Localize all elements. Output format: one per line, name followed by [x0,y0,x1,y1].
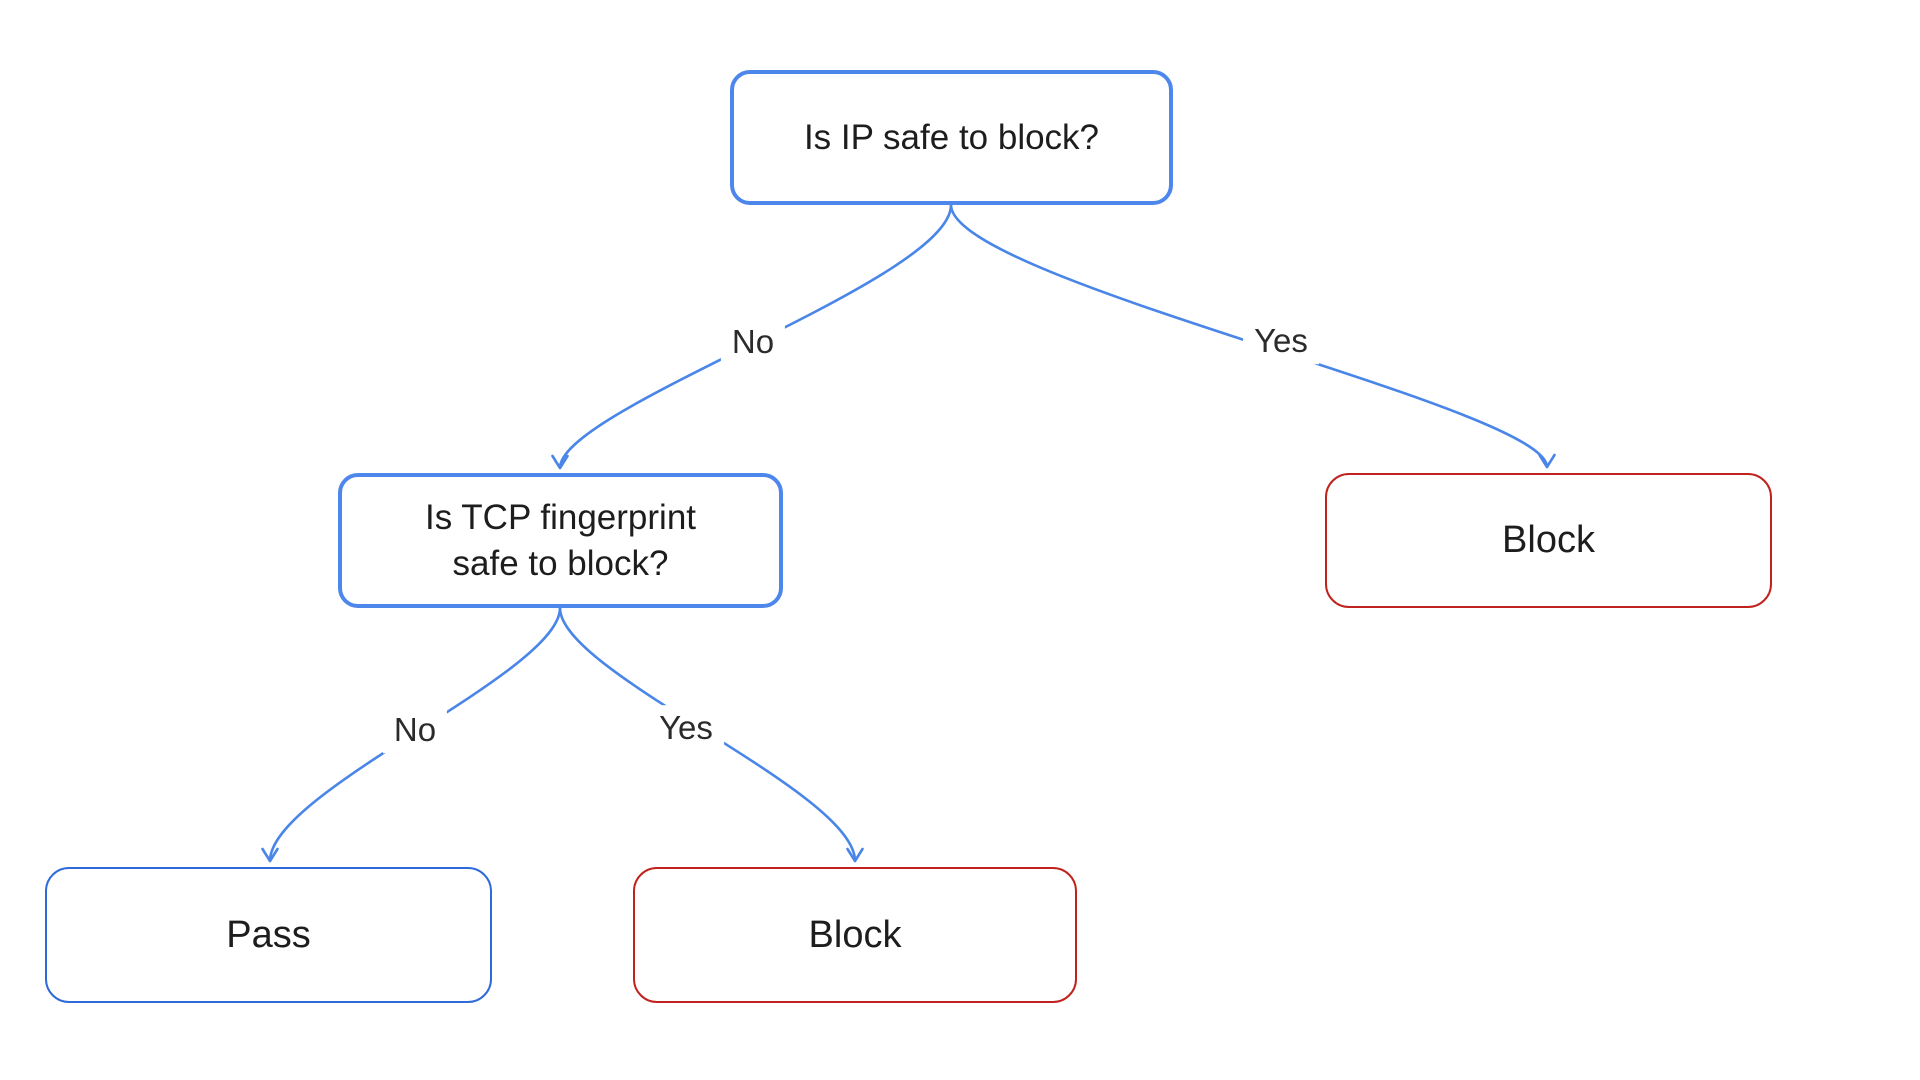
node-block-tcp[interactable]: Block [633,867,1077,1003]
edge-label-ip-yes[interactable]: Yes [1243,318,1319,364]
node-block-tcp-label: Block [808,913,902,956]
edge-label-tcp-yes[interactable]: Yes [648,705,724,751]
node-pass-label: Pass [226,913,311,956]
node-question-tcp[interactable]: Is TCP fingerprint safe to block? [338,473,783,608]
node-question-ip-label: Is IP safe to block? [803,117,1100,157]
node-block-ip[interactable]: Block [1325,473,1772,608]
edge-label-ip-no[interactable]: No [720,319,786,365]
node-question-tcp-label: Is TCP fingerprint safe to block? [424,498,697,583]
edge-label-tcp-no[interactable]: No [382,707,448,753]
node-pass[interactable]: Pass [45,867,492,1003]
node-question-ip[interactable]: Is IP safe to block? [730,70,1173,205]
node-block-ip-label: Block [1502,519,1595,561]
